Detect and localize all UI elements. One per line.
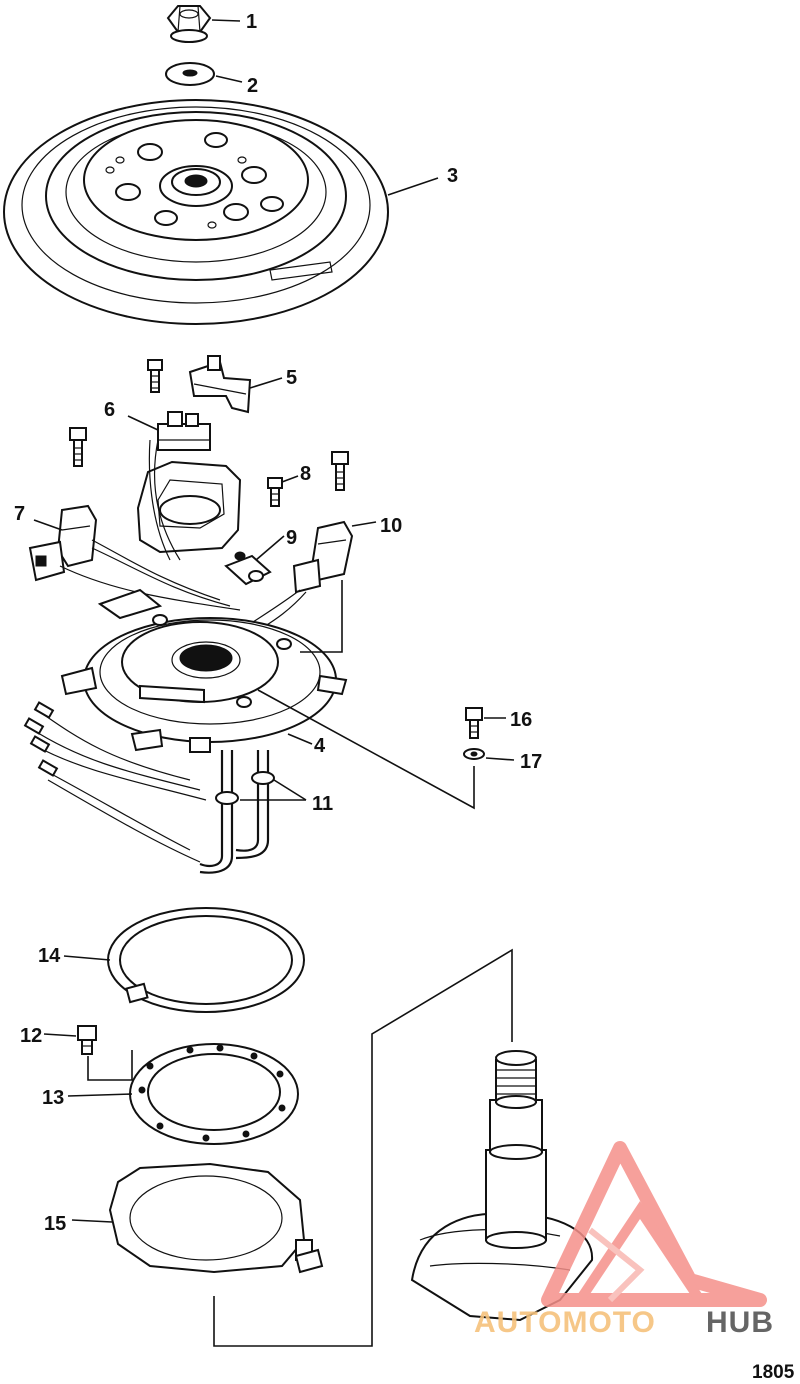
callout-15: 15: [44, 1213, 66, 1235]
assembly-line-crankshaft: [213, 948, 513, 1347]
callout-5: 5: [286, 367, 297, 389]
callout-6: 6: [104, 399, 115, 421]
part-coil-right: [249, 520, 354, 629]
leader-4: [287, 733, 313, 745]
leader-10: [351, 521, 377, 527]
part-screw-7: [69, 427, 87, 467]
leader-17: [485, 757, 515, 761]
leader-15: [71, 1219, 113, 1223]
part-washer-17: [463, 748, 485, 760]
callout-14: 14: [38, 945, 61, 967]
callout-11: 11: [312, 793, 333, 815]
part-screw-12: [77, 1025, 97, 1055]
callout-8: 8: [300, 463, 311, 485]
assembly-line-4-17: [257, 689, 475, 810]
assembly-line-12: [87, 1050, 133, 1081]
callout-10: 10: [380, 515, 402, 537]
callout-3: 3: [447, 165, 458, 187]
watermark-text-1: AUTOMOTO: [474, 1306, 656, 1339]
part-flywheel: [3, 99, 389, 325]
part-washer: [165, 62, 215, 86]
leader-14: [63, 955, 111, 961]
wire-harness: [23, 701, 207, 863]
part-trigger-bracket: [188, 355, 252, 414]
callout-12: 12: [20, 1025, 42, 1047]
part-grommets: [199, 750, 275, 874]
part-screw-8: [267, 477, 283, 507]
callout-9: 9: [286, 527, 297, 549]
leader-8: [281, 475, 299, 483]
part-stator-plate: [60, 588, 348, 753]
callout-4: 4: [314, 735, 326, 757]
part-screw-16: [465, 707, 483, 739]
callout-17: 17: [520, 751, 542, 773]
part-mounting-ring: [129, 1043, 299, 1145]
callout-16: 16: [510, 709, 532, 731]
leader-11b: [273, 779, 307, 801]
part-screw-10: [331, 451, 349, 491]
leader-9: [255, 535, 285, 561]
callout-13: 13: [42, 1087, 64, 1109]
leader-12: [43, 1033, 77, 1037]
part-gasket: [108, 1162, 324, 1274]
callout-2: 2: [247, 75, 258, 97]
leader-1: [211, 19, 241, 22]
watermark-text-2: HUB: [706, 1306, 774, 1339]
leader-13: [67, 1093, 133, 1097]
figure-number: 1805: [752, 1362, 795, 1383]
leader-3: [387, 177, 439, 196]
leader-2: [215, 75, 243, 83]
callout-1: 1: [246, 11, 257, 33]
callout-7: 7: [14, 503, 25, 525]
part-trigger: [136, 411, 242, 561]
watermark-logo: [541, 1141, 767, 1307]
leader-6: [127, 415, 159, 431]
part-screw-6: [147, 359, 163, 393]
part-retaining-ring: [107, 907, 305, 1013]
assembly-line-10: [300, 580, 343, 653]
part-nut: [166, 5, 212, 43]
part-clip: [224, 551, 272, 586]
leader-7: [33, 519, 63, 531]
leader-5: [249, 377, 283, 389]
